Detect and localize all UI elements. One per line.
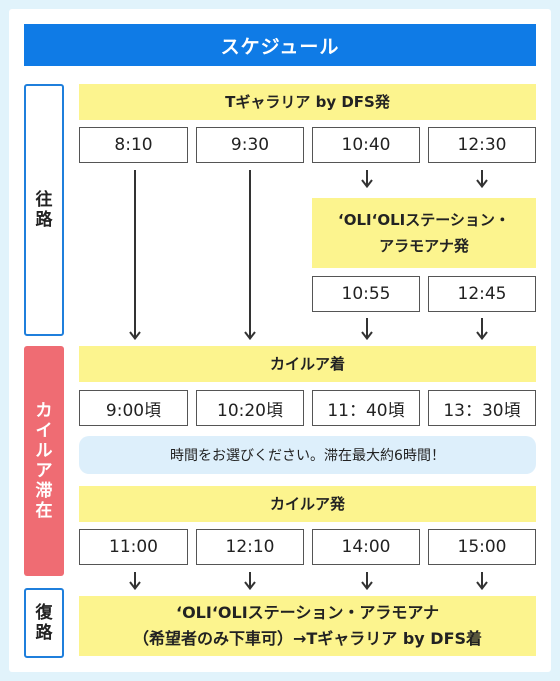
down-arrow-icon [129, 170, 141, 340]
stay-side-label: カ イ ル ア 滞 在 [24, 346, 64, 576]
down-arrow-icon [244, 572, 256, 590]
arrival-time-1: 9:00頃 [79, 390, 188, 426]
down-arrow-icon [361, 318, 373, 340]
side-char: 路 [35, 210, 53, 230]
outbound-departure-label: Tギャラリア by DFS発 [79, 84, 536, 120]
return-time-1: 11:00 [79, 529, 188, 565]
via-time-2: 12:45 [428, 276, 536, 312]
stay-notice: 時間をお選びください。滞在最大約6時間！ [79, 436, 536, 474]
down-arrow-icon [361, 170, 373, 188]
outbound-time-4: 12:30 [428, 127, 536, 163]
down-arrow-icon [361, 572, 373, 590]
return-destination-label: ‘OLI‘OLIステーション・アラモアナ （希望者のみ下車可）→Tギャラリア b… [79, 596, 536, 656]
return-time-2: 12:10 [196, 529, 304, 565]
return-side-label: 復 路 [24, 588, 64, 658]
via-time-1: 10:55 [312, 276, 420, 312]
arrival-time-4: 13：30頃 [428, 390, 536, 426]
side-char: ア [35, 461, 53, 481]
down-arrow-icon [476, 572, 488, 590]
schedule-title: スケジュール [24, 24, 536, 66]
return-destination-line: ‘OLI‘OLIステーション・アラモアナ [175, 603, 440, 622]
down-arrow-icon [476, 318, 488, 340]
outbound-time-2: 9:30 [196, 127, 304, 163]
side-char: イ [35, 421, 53, 441]
outbound-side-label: 往 路 [24, 84, 64, 336]
return-destination-line: （希望者のみ下車可）→Tギャラリア by DFS着 [132, 629, 483, 648]
arrival-time-2: 10:20頃 [196, 390, 304, 426]
down-arrow-icon [244, 170, 256, 340]
arrival-time-3: 11：40頃 [312, 390, 420, 426]
outbound-time-3: 10:40 [312, 127, 420, 163]
via-station-label: ‘OLI‘OLIステーション・ アラモアナ発 [312, 198, 536, 268]
side-char: 往 [35, 190, 53, 210]
side-char: 在 [35, 501, 53, 521]
down-arrow-icon [476, 170, 488, 188]
arrival-label: カイルア着 [79, 346, 536, 382]
via-station-line: ‘OLI‘OLIステーション・ [338, 211, 510, 229]
return-time-4: 15:00 [428, 529, 536, 565]
return-departure-label: カイルア発 [79, 486, 536, 522]
side-char: 滞 [35, 481, 53, 501]
outbound-time-1: 8:10 [79, 127, 188, 163]
side-char: カ [35, 401, 53, 421]
via-station-line: アラモアナ発 [379, 237, 469, 255]
side-char: 路 [35, 623, 53, 643]
return-time-3: 14:00 [312, 529, 420, 565]
side-char: ル [35, 441, 53, 461]
side-char: 復 [35, 603, 53, 623]
down-arrow-icon [129, 572, 141, 590]
